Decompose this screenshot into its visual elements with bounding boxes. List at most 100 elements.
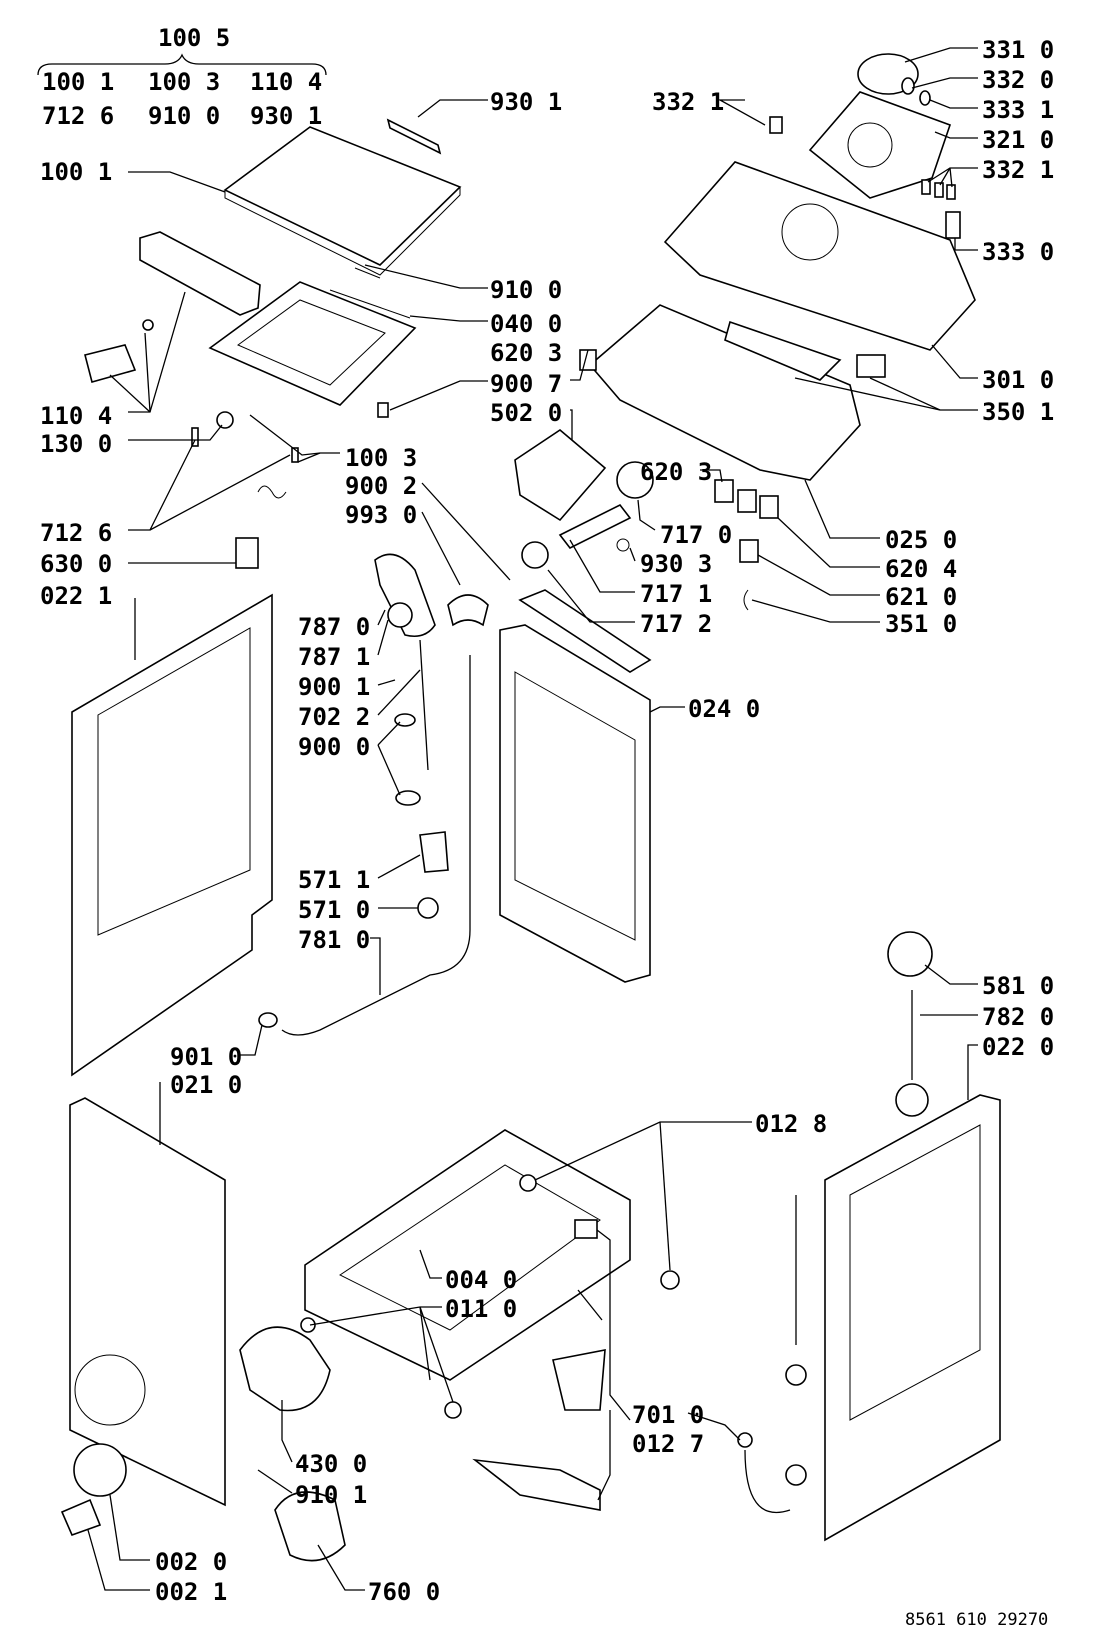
label-332-1-right: 332 1 — [982, 156, 1054, 184]
frame-top-bracket — [518, 589, 652, 673]
leader-910-1 — [257, 1469, 293, 1494]
side-panel-right-part — [824, 1094, 1001, 1542]
label-930-1-top: 930 1 — [490, 88, 562, 116]
leader-930-3 — [629, 547, 636, 562]
motor-controller-part — [514, 429, 607, 522]
label-901-0: 901 0 — [170, 1043, 242, 1071]
clamp-901-0-part — [258, 1012, 278, 1028]
button-332-a — [921, 179, 931, 195]
label-321-0: 321 0 — [982, 126, 1054, 154]
leader-110-4-c — [144, 332, 151, 413]
leader-022-0 — [967, 1044, 978, 1100]
label-621-0: 621 0 — [885, 583, 957, 611]
group-row1-item-1: 100 1 — [42, 68, 114, 96]
leader-900-7 — [389, 380, 488, 411]
label-301-0: 301 0 — [982, 366, 1054, 394]
lid-handle-strip — [386, 118, 442, 155]
leader-350-1-b — [794, 377, 941, 411]
axle-012-7 — [577, 1289, 603, 1321]
label-002-0: 002 0 — [155, 1548, 227, 1576]
connector-620-a — [579, 349, 597, 371]
label-760-0: 760 0 — [368, 1578, 440, 1606]
leader-502-0 — [570, 409, 573, 440]
clamp-900-0-a — [394, 713, 416, 727]
button-332-c — [946, 184, 956, 200]
knob-cap-part — [919, 90, 931, 106]
label-782-0: 782 0 — [982, 1003, 1054, 1031]
hinge-pin-1 — [329, 289, 411, 319]
lid-edge — [224, 187, 461, 276]
caster-lever-part — [472, 1458, 601, 1511]
label-717-0: 717 0 — [660, 521, 732, 549]
foot-012-8-a — [519, 1174, 537, 1192]
leader-620-3-b — [700, 469, 723, 483]
control-panel-part — [663, 161, 976, 351]
foot-011-0-b — [300, 1317, 316, 1333]
leader-004-0 — [419, 1249, 442, 1279]
label-930-3: 930 3 — [640, 550, 712, 578]
leader-040-0 — [409, 315, 488, 322]
leader-430-0 — [281, 1400, 293, 1463]
pulley-581-0 — [887, 931, 933, 977]
top-frame-part — [208, 281, 417, 406]
group-header: 100 5 100 1 100 3 110 4 712 6 910 0 930 … — [37, 24, 327, 130]
leader-760-0 — [317, 1544, 365, 1591]
block-630-part — [235, 537, 259, 569]
label-620-3-a: 620 3 — [490, 339, 562, 367]
base-frame-part — [304, 1129, 631, 1381]
label-130-0: 130 0 — [40, 430, 112, 458]
electronic-board-part — [588, 304, 861, 481]
part-drawings — [60, 53, 1001, 1562]
pump-430-0-part — [239, 1326, 331, 1412]
leader-350-1-a — [869, 377, 978, 411]
leader-024-0 — [649, 706, 685, 713]
foot-012-8-b — [660, 1270, 680, 1290]
leader-901-0 — [240, 1024, 263, 1056]
label-717-1: 717 1 — [640, 580, 712, 608]
leader-331-0 — [904, 47, 978, 63]
leader-321-0 — [934, 131, 978, 139]
pump-571-1-part — [419, 831, 449, 873]
leader-002-1 — [87, 1529, 150, 1591]
spring-pin-part — [291, 447, 299, 463]
label-022-1: 022 1 — [40, 582, 112, 610]
leader-787-0 — [377, 609, 386, 626]
label-620-3-b: 620 3 — [640, 458, 712, 486]
label-021-0: 021 0 — [170, 1071, 242, 1099]
leader-702-2 — [377, 669, 421, 716]
leader-712-6-b — [149, 454, 291, 531]
label-430-0: 430 0 — [295, 1450, 367, 1478]
leader-333-1 — [929, 99, 978, 109]
label-910-0: 910 0 — [490, 276, 562, 304]
label-332-1-top: 332 1 — [652, 88, 724, 116]
hinge-pin-2 — [354, 267, 381, 279]
leader-025-0 — [804, 479, 880, 539]
label-012-8: 012 8 — [755, 1110, 827, 1138]
pin-part — [191, 427, 199, 447]
bellows-787-0 — [374, 553, 436, 638]
label-332-0: 332 0 — [982, 66, 1054, 94]
leader-900-0-a — [377, 721, 401, 746]
group-row2-item-3: 930 1 — [250, 102, 322, 130]
label-011-0: 011 0 — [445, 1295, 517, 1323]
group-row1-item-2: 100 3 — [148, 68, 220, 96]
front-panel-part — [69, 1097, 226, 1507]
group-row1-item-3: 110 4 — [250, 68, 322, 96]
valve-571-0-part — [417, 897, 439, 919]
label-350-1: 350 1 — [982, 398, 1054, 426]
label-333-0: 333 0 — [982, 238, 1054, 266]
knob-spacer-part — [901, 77, 915, 95]
label-787-1: 787 1 — [298, 643, 370, 671]
label-900-0: 900 0 — [298, 733, 370, 761]
label-025-0: 025 0 — [885, 526, 957, 554]
label-004-0: 004 0 — [445, 1266, 517, 1294]
leader-333-0 — [954, 238, 978, 251]
leader-993-0 — [421, 511, 461, 586]
damper-ring-a — [785, 1364, 807, 1386]
board-cover-part — [724, 320, 842, 381]
side-panel-right-inset — [849, 1124, 981, 1421]
filter-787-1 — [387, 602, 413, 628]
ring-part — [895, 1083, 929, 1117]
label-012-7: 012 7 — [632, 1430, 704, 1458]
leader-351-0 — [751, 599, 880, 623]
